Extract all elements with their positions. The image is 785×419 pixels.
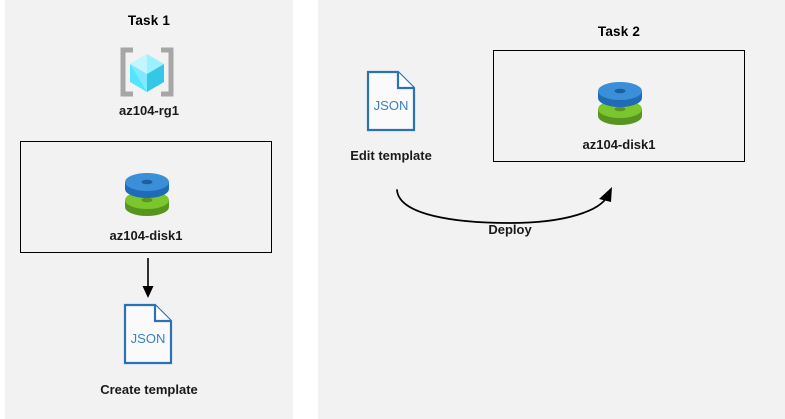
json-icon-text-edit: JSON xyxy=(374,98,409,113)
managed-disk-icon xyxy=(125,173,169,216)
deploy-arrow-label: Deploy xyxy=(488,222,532,237)
create-template-label: Create template xyxy=(100,382,198,397)
task-2-panel xyxy=(318,0,785,419)
create-template-arrow xyxy=(142,258,154,298)
task-2-disk-label: az104-disk1 xyxy=(582,137,656,152)
json-document-icon: JSON xyxy=(123,303,173,365)
edit-template-label: Edit template xyxy=(350,148,432,163)
task-1-resource-box xyxy=(20,141,272,253)
resource-group-label: az104-rg1 xyxy=(119,103,179,118)
resource-group-icon xyxy=(120,47,174,97)
task-2-title: Task 2 xyxy=(597,24,641,39)
json-icon-text: JSON xyxy=(131,331,166,346)
task-2-resource-box xyxy=(493,50,745,162)
task-1-title: Task 1 xyxy=(127,13,171,28)
deploy-arrow xyxy=(396,187,612,224)
json-document-icon-edit: JSON xyxy=(366,70,416,132)
managed-disk-icon-task2 xyxy=(598,82,642,125)
task-1-disk-label: az104-disk1 xyxy=(109,228,183,243)
